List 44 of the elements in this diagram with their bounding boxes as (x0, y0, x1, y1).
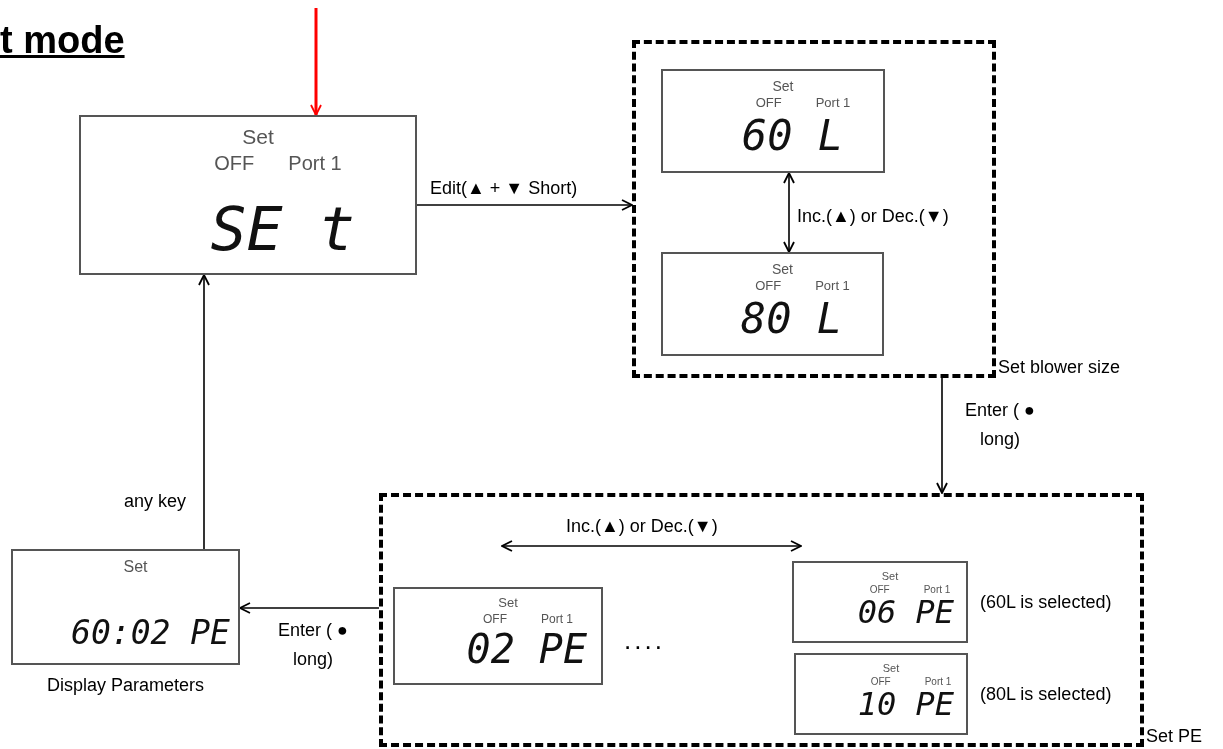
mode-indicator: Set (123, 557, 148, 577)
status-indicator: OFF (869, 583, 890, 597)
side-caption: Display Parameters (46, 675, 205, 696)
arrow (239, 602, 380, 614)
mode-indicator: Set (498, 595, 518, 612)
page-title: t mode (0, 20, 125, 62)
segment-readout: 80 L (740, 298, 843, 340)
segment-readout: 60 L (741, 115, 844, 157)
mode-indicator: Set (772, 260, 793, 279)
mode-indicator: Set (242, 124, 274, 150)
arrow (198, 274, 210, 550)
mode-indicator: Set (881, 569, 899, 584)
arrow (783, 172, 795, 253)
segment-readout: 10 PE (857, 688, 955, 721)
segment-readout: 60:02 PE (71, 616, 231, 649)
mode-indicator: Set (772, 77, 794, 96)
arrow (310, 8, 322, 116)
lcd-display-panel (661, 69, 885, 173)
group-label: Set PE (1146, 726, 1203, 747)
group-label: Set blower size (998, 357, 1121, 378)
side-caption: (80L is selected) (980, 683, 1112, 705)
lcd-display-panel (661, 252, 884, 356)
ellipsis-text: .... (624, 625, 665, 656)
status-indicator: Port 1 (924, 675, 952, 689)
lcd-display-panel (393, 587, 603, 685)
status-indicator: OFF (483, 611, 507, 628)
status-indicator: OFF (755, 278, 782, 296)
status-indicator: Port 1 (541, 611, 573, 628)
status-indicator: OFF (870, 675, 891, 689)
status-indicator: OFF (214, 151, 255, 177)
mode-indicator: Set (882, 661, 900, 676)
arrow-caption: Inc.(▲) or Dec.(▼) (566, 516, 718, 537)
segment-readout: 06 PE (857, 596, 955, 629)
arrow (936, 377, 948, 494)
status-indicator: Port 1 (815, 278, 850, 296)
status-indicator: Port 1 (288, 151, 342, 177)
arrow (416, 199, 633, 211)
side-caption: (60L is selected) (980, 591, 1112, 613)
status-indicator: OFF (755, 95, 782, 113)
lcd-display-panel (79, 115, 417, 275)
segment-readout: SE t (210, 199, 356, 259)
status-indicator: Port 1 (923, 583, 951, 597)
segment-readout: 02 PE (466, 629, 588, 669)
status-indicator: Port 1 (815, 95, 851, 113)
